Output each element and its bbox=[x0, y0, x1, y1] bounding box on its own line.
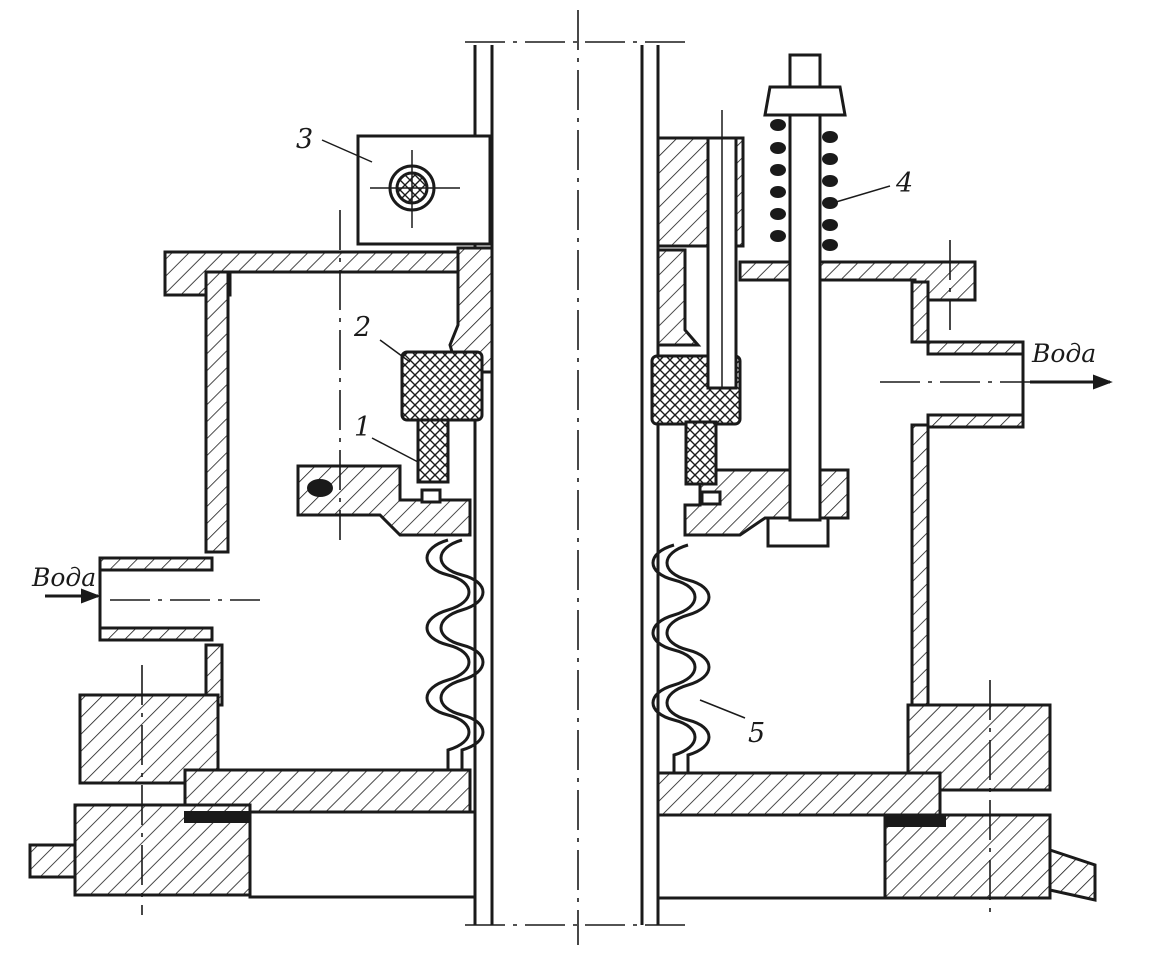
gland-sleeve-left bbox=[296, 246, 494, 537]
bellows-right-inner bbox=[651, 543, 697, 773]
spring-coils bbox=[770, 119, 838, 251]
leader-5 bbox=[699, 699, 746, 719]
water-inlet-pipe bbox=[45, 556, 260, 642]
callout-1: 1 bbox=[354, 412, 371, 443]
housing bbox=[28, 250, 1097, 902]
leader-4 bbox=[835, 185, 891, 203]
packing-ring-left bbox=[400, 350, 484, 422]
leader-1 bbox=[371, 437, 419, 463]
spring-bolt bbox=[763, 53, 847, 522]
top-right-block bbox=[656, 110, 745, 390]
leader-2 bbox=[379, 339, 411, 363]
callout-5: 5 bbox=[748, 718, 765, 749]
leader-3 bbox=[321, 139, 373, 163]
seal-clip-left bbox=[420, 488, 442, 504]
water-in-label: Вода bbox=[31, 563, 96, 592]
bellows-left-inner bbox=[439, 538, 485, 770]
seal-ring-left bbox=[416, 418, 450, 484]
water-out-label: Вода bbox=[1031, 339, 1096, 368]
shaft bbox=[465, 10, 690, 945]
clamp-block bbox=[339, 134, 492, 540]
bellows-right bbox=[665, 543, 711, 773]
seal-clip-right bbox=[700, 490, 722, 506]
water-outlet-pipe bbox=[880, 340, 1113, 429]
callout-3: 3 bbox=[296, 124, 313, 155]
callout-2: 2 bbox=[353, 312, 371, 343]
seal-ring-right bbox=[684, 420, 718, 486]
bellows-left bbox=[425, 538, 471, 770]
callout-4: 4 bbox=[895, 168, 913, 199]
